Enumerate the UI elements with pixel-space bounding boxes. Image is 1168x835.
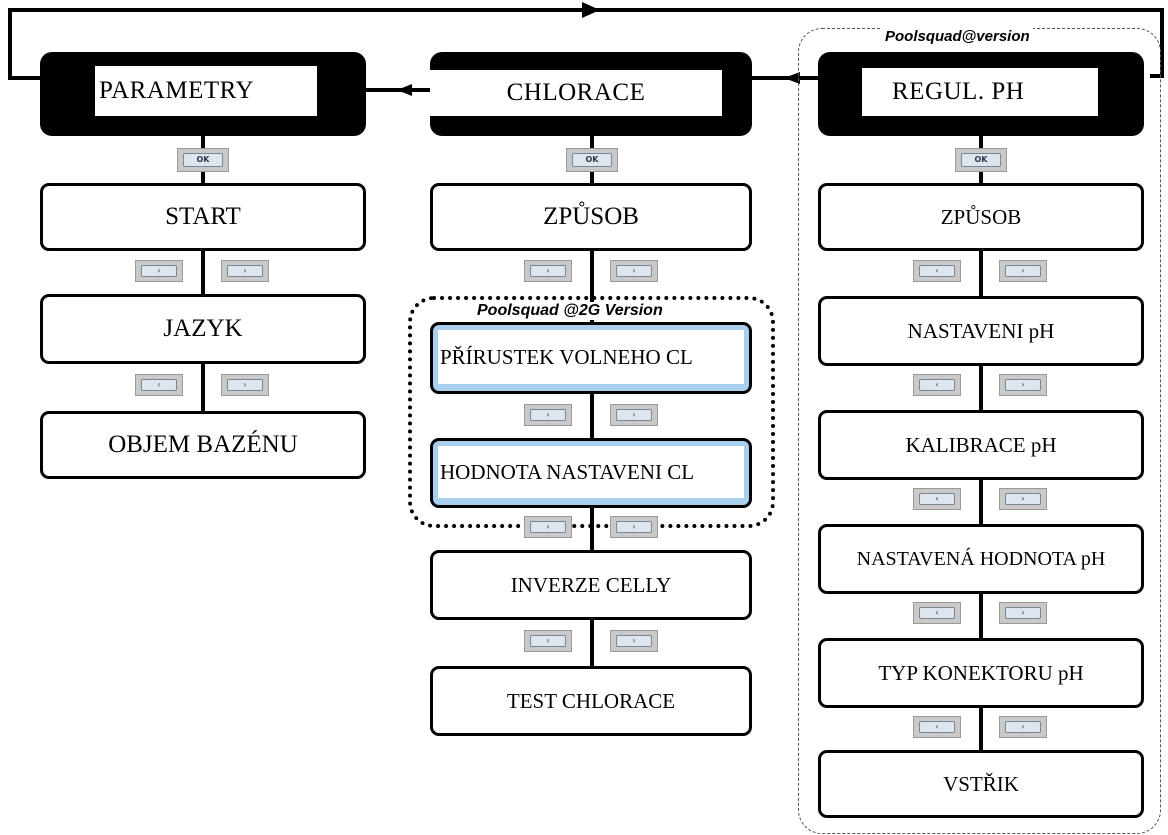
right-arrow-button-icon[interactable]: › <box>221 260 269 282</box>
ok-button-icon[interactable]: OK <box>566 148 618 172</box>
menu-item-inverze-celly[interactable]: INVERZE CELLY <box>430 550 752 620</box>
left-arrow-button-icon[interactable]: ‹ <box>913 488 961 510</box>
chlorace-header-label: CHLORACE <box>430 70 722 116</box>
menu-item-jazyk[interactable]: JAZYK <box>40 294 366 364</box>
menu-item-zpusob[interactable]: ZPŮSOB <box>430 183 752 251</box>
left-arrow-button-icon[interactable]: ‹ <box>135 260 183 282</box>
right-arrow-button-icon[interactable]: › <box>610 404 658 426</box>
hodnota-label: HODNOTA NASTAVENI CL <box>438 446 744 498</box>
left-arrow-button-icon[interactable]: ‹ <box>524 404 572 426</box>
menu-item-hodnota-nastaveni-cl[interactable]: HODNOTA NASTAVENI CL <box>430 438 752 508</box>
menu-item-typ-konektoru-ph[interactable]: TYP KONEKTORU pH <box>818 638 1144 708</box>
menu-item-start[interactable]: START <box>40 183 366 251</box>
right-arrow-button-icon[interactable]: › <box>999 260 1047 282</box>
right-arrow-button-icon[interactable]: › <box>999 716 1047 738</box>
right-arrow-button-icon[interactable]: › <box>610 630 658 652</box>
right-arrow-button-icon[interactable]: › <box>610 516 658 538</box>
prirustek-label: PŘÍRUSTEK VOLNEHO CL <box>438 330 744 384</box>
parametry-header-label: PARAMETRY <box>95 66 317 116</box>
chlorination-2g-label: Poolsquad @2G Version <box>474 302 666 320</box>
left-arrow-button-icon[interactable]: ‹ <box>913 602 961 624</box>
menu-item-zpusob-ph[interactable]: ZPŮSOB <box>818 183 1144 251</box>
parametry-header[interactable]: PARAMETRY <box>40 52 366 136</box>
menu-item-nastavena-hodnota-ph[interactable]: NASTAVENÁ HODNOTA pH <box>818 524 1144 594</box>
menu-item-nastaveni-ph[interactable]: NASTAVENI pH <box>818 296 1144 366</box>
left-arrow-button-icon[interactable]: ‹ <box>913 716 961 738</box>
arrowhead-ph-chlorace <box>784 72 800 84</box>
ok-button-icon[interactable]: OK <box>177 148 229 172</box>
right-arrow-button-icon[interactable]: › <box>221 374 269 396</box>
chlorination-2g-group <box>408 296 775 528</box>
menu-item-vstrik[interactable]: VSTŘIK <box>818 750 1144 818</box>
left-arrow-button-icon[interactable]: ‹ <box>524 630 572 652</box>
menu-item-objem-bazenu[interactable]: OBJEM BAZÉNU <box>40 411 366 479</box>
right-arrow-button-icon[interactable]: › <box>999 602 1047 624</box>
left-arrow-button-icon[interactable]: ‹ <box>913 374 961 396</box>
ph-version-label: Poolsquad@version <box>882 28 1033 45</box>
left-arrow-button-icon[interactable]: ‹ <box>135 374 183 396</box>
menu-item-test-chlorace[interactable]: TEST CHLORACE <box>430 666 752 736</box>
chlorace-header[interactable]: CHLORACE <box>430 52 752 136</box>
right-arrow-button-icon[interactable]: › <box>610 260 658 282</box>
left-arrow-button-icon[interactable]: ‹ <box>913 260 961 282</box>
menu-item-prirustek-volneho-cl[interactable]: PŘÍRUSTEK VOLNEHO CL <box>430 322 752 394</box>
loop-arrowhead <box>582 2 600 18</box>
ok-button-icon[interactable]: OK <box>955 148 1007 172</box>
right-arrow-button-icon[interactable]: › <box>999 374 1047 396</box>
arrowhead-chlorace-parametry <box>397 84 412 96</box>
regul-ph-header-label: REGUL. PH <box>862 68 1098 116</box>
regul-ph-header[interactable]: REGUL. PH <box>818 52 1144 136</box>
menu-item-kalibrace-ph[interactable]: KALIBRACE pH <box>818 410 1144 480</box>
right-arrow-button-icon[interactable]: › <box>999 488 1047 510</box>
left-arrow-button-icon[interactable]: ‹ <box>524 260 572 282</box>
left-arrow-button-icon[interactable]: ‹ <box>524 516 572 538</box>
